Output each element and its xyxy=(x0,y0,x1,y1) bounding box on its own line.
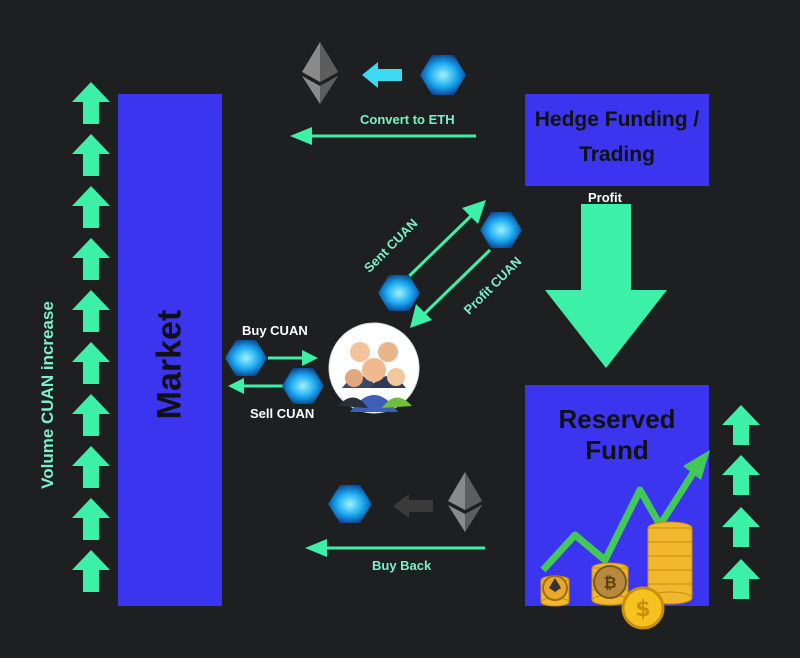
ethereum-icon xyxy=(302,42,338,104)
cuan-token-icon xyxy=(480,212,522,248)
up-arrow-icon xyxy=(722,405,760,599)
svg-text:$: $ xyxy=(635,597,650,622)
convert-label: Convert to ETH xyxy=(360,112,455,127)
buy-cuan-label: Buy CUAN xyxy=(242,323,308,338)
buy-back-arrow xyxy=(305,539,485,557)
svg-text:₿: ₿ xyxy=(603,573,616,592)
users-group-icon xyxy=(328,322,420,414)
hedge-label-line2: Trading xyxy=(579,143,655,166)
cuan-token-icon xyxy=(378,275,420,311)
up-arrow-icon xyxy=(72,82,110,592)
cuan-token-icon xyxy=(225,340,267,376)
small-left-arrow-icon xyxy=(362,62,402,88)
cuan-token-icon xyxy=(420,55,466,95)
sell-cuan-label: Sell CUAN xyxy=(250,406,315,421)
dark-left-arrow-icon xyxy=(393,494,433,518)
market-box xyxy=(118,94,222,606)
reserved-label: Reserved Fund xyxy=(558,404,676,465)
profit-down-arrow xyxy=(545,204,667,368)
hedge-box xyxy=(525,94,709,186)
sell-arrow xyxy=(228,378,284,394)
hedge-label-line1: Hedge Funding / xyxy=(534,108,700,131)
buy-arrow xyxy=(268,350,318,366)
cuan-token-icon xyxy=(282,368,324,404)
convert-arrow xyxy=(290,127,476,145)
profit-label: Profit xyxy=(588,190,622,205)
volume-up-arrows xyxy=(72,82,110,592)
coins-stack-icon: ₿ $ xyxy=(540,450,710,630)
cuan-token-icon xyxy=(328,485,372,523)
ethereum-icon xyxy=(448,472,482,532)
reserved-up-arrows xyxy=(722,405,760,599)
buy-back-label: Buy Back xyxy=(372,558,432,573)
